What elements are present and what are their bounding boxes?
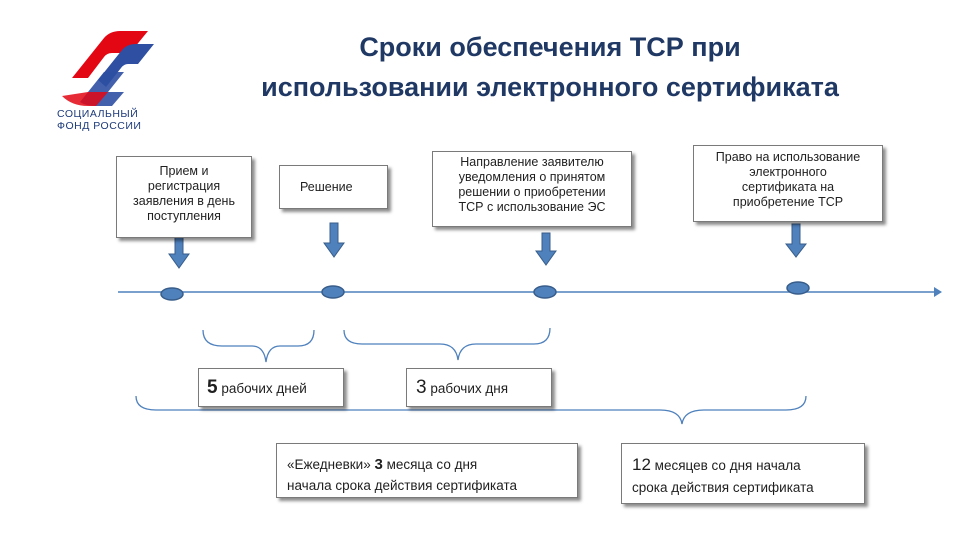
- brace-5-days: [202, 329, 315, 363]
- timeline-arrowhead: [934, 287, 942, 297]
- validity-daily-line1: «Ежедневки» 3 месяца со дня: [287, 454, 577, 475]
- logo-text: СОЦИАЛЬНЫЙ ФОНД РОССИИ: [57, 108, 141, 132]
- step-1-line-3: заявления в день: [133, 194, 235, 208]
- validity-regular-suffix: месяцев со дня начала: [650, 458, 801, 473]
- validity-box-regular: 12 месяцев со дня начала срока действия …: [621, 443, 865, 504]
- sfr-logo-icon: [62, 31, 154, 106]
- step-3-line-3: решении о приобретении: [458, 185, 606, 199]
- step-2-line-1: Решение: [300, 180, 353, 194]
- validity-regular-number: 12: [632, 455, 651, 474]
- period-3-number: 3: [416, 377, 427, 398]
- timeline-node-4: [786, 281, 810, 295]
- step-box-registration: Прием и регистрация заявления в день пос…: [116, 156, 252, 238]
- validity-daily-suffix: месяца со дня: [382, 457, 478, 472]
- step-4-line-1: Право на использование: [715, 150, 861, 164]
- step-4-line-3: сертификата на: [741, 180, 835, 194]
- validity-regular-line2: срока действия сертификата: [632, 480, 814, 495]
- step-box-notification: Направление заявителю уведомления о прин…: [432, 151, 632, 227]
- period-box-3-days: 3 рабочих дня: [406, 368, 552, 407]
- validity-daily-prefix: «Ежедневки»: [287, 457, 375, 472]
- period-3-text: рабочих дня: [426, 381, 509, 396]
- logo-text-line1: СОЦИАЛЬНЫЙ: [57, 108, 139, 120]
- down-arrow-2: [323, 222, 345, 258]
- step-4-line-4: приобретение ТСР: [732, 195, 844, 209]
- validity-regular-line1: 12 месяцев со дня начала: [632, 454, 864, 477]
- step-3-line-2: уведомления о принятом: [458, 170, 606, 184]
- page-title: Сроки обеспечения ТСР при использовании …: [180, 27, 920, 107]
- step-box-decision: Решение: [279, 165, 388, 209]
- step-3-line-4: ТСР с использование ЭС: [458, 200, 606, 214]
- down-arrow-3: [535, 232, 557, 266]
- brace-3-days: [343, 327, 551, 361]
- step-3-line-1: Направление заявителю: [460, 155, 604, 169]
- step-1-line-1: Прием и: [159, 164, 209, 178]
- down-arrow-4: [784, 223, 808, 258]
- step-4-line-2: электронного: [749, 165, 827, 179]
- step-1-line-2: регистрация: [147, 179, 221, 193]
- period-5-text: рабочих дней: [217, 381, 307, 396]
- title-line2: использовании электронного сертификата: [261, 72, 839, 102]
- timeline-node-1: [160, 287, 184, 301]
- brace-validity: [135, 395, 807, 425]
- timeline-node-2: [321, 285, 345, 299]
- validity-daily-line2: начала срока действия сертификата: [287, 478, 518, 493]
- step-1-line-4: поступления: [147, 209, 221, 223]
- down-arrow-1: [168, 235, 190, 269]
- timeline-node-3: [533, 285, 557, 299]
- period-5-number: 5: [207, 377, 218, 398]
- validity-daily-number: 3: [374, 456, 383, 473]
- validity-box-daily: «Ежедневки» 3 месяца со дня начала срока…: [276, 443, 578, 498]
- step-box-right-to-use: Право на использование электронного серт…: [693, 145, 883, 222]
- period-box-5-days: 5 рабочих дней: [198, 368, 344, 407]
- title-line1: Сроки обеспечения ТСР при: [359, 32, 741, 62]
- logo-text-line2: ФОНД РОССИИ: [57, 120, 142, 132]
